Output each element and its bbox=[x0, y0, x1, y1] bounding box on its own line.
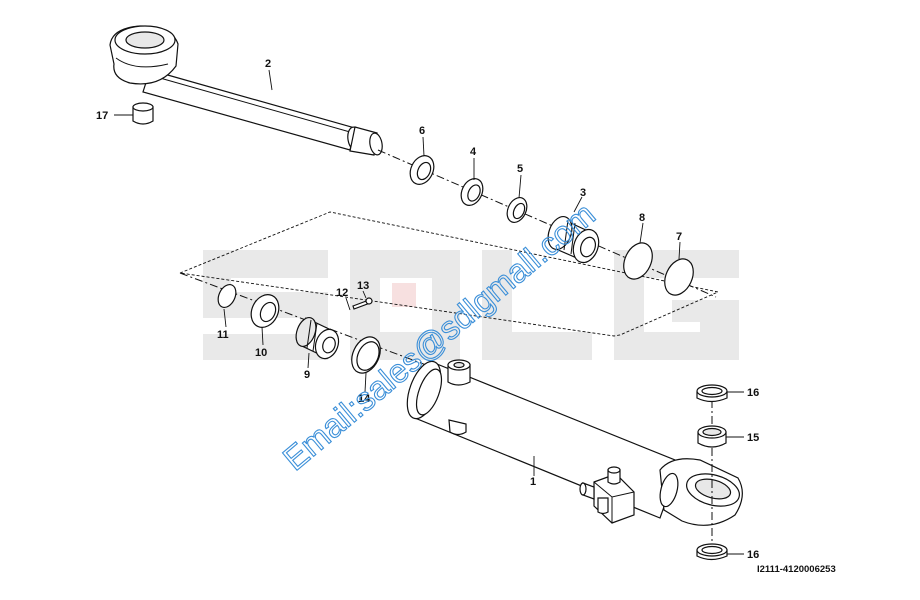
callout-12: 12 bbox=[336, 287, 348, 299]
leader-lines bbox=[114, 69, 744, 555]
seal-5 bbox=[506, 197, 528, 223]
callout-16-top: 16 bbox=[747, 387, 759, 399]
callout-11: 11 bbox=[217, 329, 229, 341]
callout-13: 13 bbox=[357, 280, 369, 292]
piston-9 bbox=[295, 316, 340, 360]
o-ring-11 bbox=[217, 284, 237, 308]
bushing-16-top bbox=[696, 384, 728, 403]
callout-16-bottom: 16 bbox=[747, 549, 759, 561]
callout-3: 3 bbox=[580, 187, 586, 199]
callout-4: 4 bbox=[470, 146, 477, 158]
callout-14: 14 bbox=[358, 393, 371, 405]
bearing-15 bbox=[697, 425, 727, 448]
axis-line-upper bbox=[377, 149, 717, 298]
cylinder-barrel bbox=[406, 359, 743, 526]
callout-6: 6 bbox=[419, 125, 425, 137]
ring-7 bbox=[664, 258, 694, 296]
seal-10 bbox=[250, 294, 280, 328]
seal-6 bbox=[409, 155, 435, 185]
bushing-17 bbox=[132, 102, 154, 125]
callout-2: 2 bbox=[265, 58, 271, 70]
ring-14 bbox=[351, 336, 381, 374]
bushing-16-bottom bbox=[696, 543, 728, 561]
callout-8: 8 bbox=[639, 212, 645, 224]
callout-10: 10 bbox=[255, 347, 267, 359]
callout-labels: 1 2 3 4 5 6 7 8 9 10 11 12 13 14 15 16 1… bbox=[96, 58, 759, 561]
callout-17: 17 bbox=[96, 110, 108, 122]
piston-rod bbox=[109, 25, 383, 156]
callout-9: 9 bbox=[304, 369, 310, 381]
cylinder-head-3 bbox=[547, 215, 600, 264]
drawing-code: I2111-4120006253 bbox=[757, 564, 836, 575]
seal-4 bbox=[460, 178, 484, 206]
group-outline-dashed bbox=[178, 211, 720, 337]
callout-1: 1 bbox=[530, 476, 536, 488]
callout-5: 5 bbox=[517, 163, 523, 175]
o-ring-8 bbox=[623, 242, 653, 280]
set-screw-12 bbox=[352, 297, 373, 310]
callout-7: 7 bbox=[676, 231, 682, 243]
callout-15: 15 bbox=[747, 432, 759, 444]
